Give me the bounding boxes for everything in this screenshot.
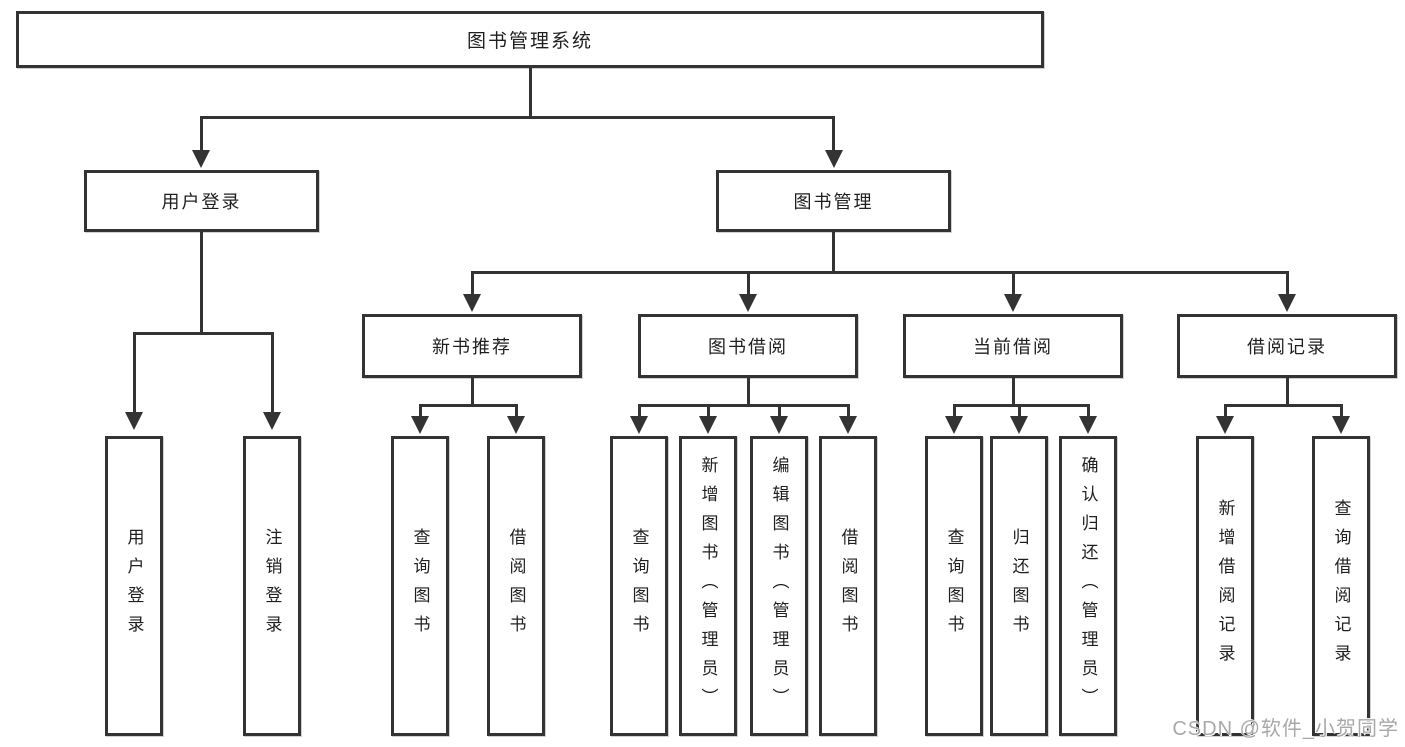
- arrow-down-icon: [630, 416, 648, 434]
- connector-line: [952, 403, 1090, 407]
- leaf-query-books-borrowing: 查询图书: [610, 436, 668, 736]
- leaf-query-books-current: 查询图书: [925, 436, 983, 736]
- leaf-query-books-recommend: 查询图书: [391, 436, 449, 736]
- node-label: 新增图书（管理员）: [698, 455, 718, 717]
- arrow-down-icon: [1216, 416, 1234, 434]
- node-label: 查询借阅记录: [1331, 499, 1351, 673]
- node-label: 注销登录: [262, 528, 282, 644]
- leaf-return-book: 归还图书: [990, 436, 1048, 736]
- node-label: 图书借阅: [708, 337, 788, 357]
- connector-line: [777, 405, 781, 418]
- arrow-down-icon: [507, 416, 525, 434]
- arrow-down-icon: [770, 416, 788, 434]
- node-user-login: 用户登录: [84, 170, 319, 232]
- arrow-down-icon: [411, 416, 429, 434]
- node-label: 用户登录: [124, 528, 144, 644]
- arrow-down-icon: [1278, 294, 1296, 312]
- node-label: 查询图书: [944, 528, 964, 644]
- leaf-confirm-return-admin: 确认归还（管理员）: [1059, 436, 1117, 736]
- leaf-borrow-books: 借阅图书: [819, 436, 877, 736]
- arrow-down-icon: [1079, 416, 1097, 434]
- leaf-logout: 注销登录: [243, 436, 301, 736]
- node-label: 图书管理系统: [466, 31, 593, 52]
- arrow-down-icon: [1010, 416, 1028, 434]
- node-label: 归还图书: [1009, 528, 1029, 644]
- leaf-add-book-admin: 新增图书（管理员）: [679, 436, 737, 736]
- arrow-down-icon: [739, 294, 757, 312]
- connector-line: [1285, 378, 1289, 407]
- arrow-down-icon: [945, 416, 963, 434]
- arrow-down-icon: [824, 150, 843, 168]
- connector-line: [1339, 405, 1343, 418]
- connector-line: [1223, 403, 1343, 407]
- connector-line: [637, 405, 641, 418]
- connector-line: [952, 405, 956, 418]
- node-label: 新增借阅记录: [1215, 499, 1235, 673]
- connector-line: [1223, 405, 1227, 418]
- connector-line: [746, 272, 750, 296]
- connector-line: [832, 232, 835, 272]
- node-label: 新书推荐: [432, 337, 512, 357]
- arrow-down-icon: [1332, 416, 1350, 434]
- connector-line: [418, 403, 518, 407]
- connector-line: [1017, 405, 1021, 418]
- arrow-down-icon: [463, 294, 481, 312]
- leaf-query-borrow-record: 查询借阅记录: [1312, 436, 1370, 736]
- csdn-watermark: CSDN @软件_小贺同学: [1172, 718, 1399, 740]
- connector-line: [528, 68, 532, 117]
- connector-line: [470, 272, 474, 296]
- node-label: 查询图书: [410, 528, 430, 644]
- leaf-add-borrow-record: 新增借阅记录: [1196, 436, 1254, 736]
- connector-line: [418, 405, 422, 418]
- connector-line: [746, 378, 750, 407]
- arrow-down-icon: [839, 416, 857, 434]
- connector-line: [1011, 272, 1015, 296]
- node-label: 确认归还（管理员）: [1078, 455, 1098, 717]
- node-label: 借阅图书: [838, 528, 858, 644]
- node-label: 借阅记录: [1247, 337, 1327, 357]
- connector-line: [132, 333, 136, 413]
- arrow-down-icon: [263, 412, 281, 430]
- node-book-management: 图书管理: [716, 170, 951, 232]
- connector-line: [200, 232, 203, 333]
- connector-line: [514, 405, 518, 418]
- connector-line: [199, 116, 203, 152]
- connector-line: [199, 115, 835, 119]
- connector-line: [270, 333, 274, 413]
- node-label: 查询图书: [629, 528, 649, 644]
- arrow-down-icon: [192, 150, 210, 168]
- connector-line: [832, 116, 835, 152]
- node-label: 用户登录: [161, 192, 242, 212]
- connector-line: [470, 270, 1289, 274]
- connector-line: [846, 405, 850, 418]
- node-library-management-system: 图书管理系统: [16, 11, 1044, 68]
- connector-line: [1086, 405, 1090, 418]
- node-book-borrowing: 图书借阅: [638, 314, 858, 378]
- node-label: 借阅图书: [506, 528, 526, 644]
- node-label: 当前借阅: [973, 337, 1053, 357]
- node-label: 图书管理: [793, 192, 874, 212]
- arrow-down-icon: [1004, 294, 1022, 312]
- leaf-borrow-books-recommend: 借阅图书: [487, 436, 545, 736]
- leaf-edit-book-admin: 编辑图书（管理员）: [750, 436, 808, 736]
- node-label: 编辑图书（管理员）: [769, 455, 789, 717]
- connector-line: [1011, 378, 1015, 407]
- node-borrowing-records: 借阅记录: [1177, 314, 1397, 378]
- arrow-down-icon: [125, 412, 143, 430]
- connector-line: [706, 405, 710, 418]
- connector-line: [637, 403, 850, 407]
- leaf-user-login: 用户登录: [105, 436, 163, 736]
- node-current-borrowing: 当前借阅: [903, 314, 1123, 378]
- arrow-down-icon: [699, 416, 717, 434]
- connector-line: [470, 378, 474, 407]
- connector-line: [1285, 272, 1289, 296]
- connector-line: [132, 331, 274, 335]
- node-new-book-recommendation: 新书推荐: [362, 314, 582, 378]
